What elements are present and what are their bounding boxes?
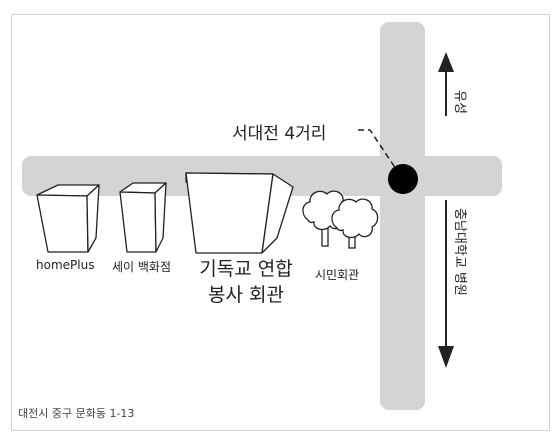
direction-south-label: 충남대학교 병원 — [452, 208, 467, 296]
intersection-label: 서대전 4거리 — [232, 124, 327, 144]
arrow-down-icon — [438, 200, 454, 368]
tree-icon — [331, 198, 379, 249]
main-building-label-line2: 봉사 회관 — [208, 284, 284, 306]
main-building — [185, 172, 294, 254]
sei-department-store-building — [119, 182, 167, 253]
vertical-road — [380, 22, 425, 410]
homeplus-label: homePlus — [36, 258, 95, 272]
sei-department-store-label: 세이 백화점 — [112, 260, 172, 274]
address-text: 대전시 중구 문화동 1-13 — [18, 407, 135, 420]
main-building-label-line1: 기독교 연합 — [199, 258, 293, 280]
civic-hall-label: 시민회관 — [315, 268, 360, 282]
arrow-up-icon — [438, 52, 454, 116]
map-frame — [11, 14, 550, 431]
direction-north-label: 유성 — [452, 90, 467, 114]
intersection-marker — [388, 164, 418, 194]
homeplus-building — [36, 184, 100, 253]
intersection-leader-line — [358, 129, 399, 173]
